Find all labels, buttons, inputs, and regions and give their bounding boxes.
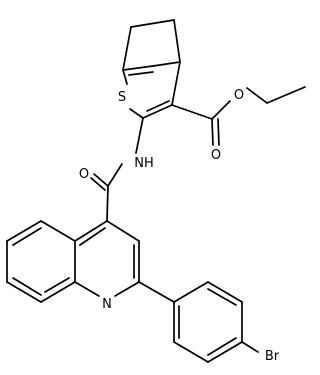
bond: [246, 87, 268, 104]
bond: [146, 100, 170, 112]
bond: [207, 281, 243, 303]
sulfur-label: S: [118, 90, 126, 105]
bond: [171, 104, 213, 120]
bond: [114, 281, 140, 297]
bromine-label: Br: [265, 349, 280, 364]
ester-carbonyl-oxygen-label: O: [211, 148, 221, 163]
bond: [74, 220, 108, 242]
bond-group: [6, 19, 306, 363]
bond: [122, 69, 128, 85]
bond: [152, 61, 181, 67]
bond: [6, 220, 42, 242]
bond: [93, 173, 109, 187]
bond: [6, 281, 42, 303]
quinoline-nitrogen-label: N: [102, 297, 112, 312]
bond: [138, 281, 175, 303]
bond: [90, 177, 106, 191]
bond: [40, 281, 76, 303]
bond: [106, 220, 140, 242]
bond: [173, 281, 209, 303]
bond: [207, 288, 237, 306]
bond: [217, 118, 220, 146]
bond: [207, 341, 243, 363]
amide-oxygen-label: O: [79, 167, 89, 182]
bond: [173, 19, 181, 63]
bond: [107, 163, 123, 187]
amide-nitrogen-label: NH: [134, 156, 154, 171]
bond: [74, 281, 100, 297]
ester-ether-oxygen-label: O: [234, 88, 244, 103]
bond: [241, 341, 259, 353]
bond: [211, 100, 231, 120]
bond: [171, 61, 181, 106]
bond: [106, 185, 109, 222]
bond: [12, 227, 42, 246]
bond: [173, 341, 209, 363]
atom-labels: S O O NH O N Br: [79, 88, 280, 364]
bond: [122, 65, 154, 71]
bond: [122, 26, 132, 71]
bond: [142, 104, 173, 119]
bond: [130, 19, 175, 28]
bond: [129, 108, 144, 119]
bond: [40, 220, 76, 242]
bond: [211, 118, 214, 146]
bond: [207, 337, 237, 356]
bond: [12, 277, 42, 296]
bond: [128, 71, 154, 76]
bond: [79, 227, 106, 246]
bond: [266, 86, 306, 104]
molecule-diagram: S O O NH O N Br: [6, 19, 306, 364]
bond: [44, 277, 70, 293]
bond: [135, 117, 144, 154]
